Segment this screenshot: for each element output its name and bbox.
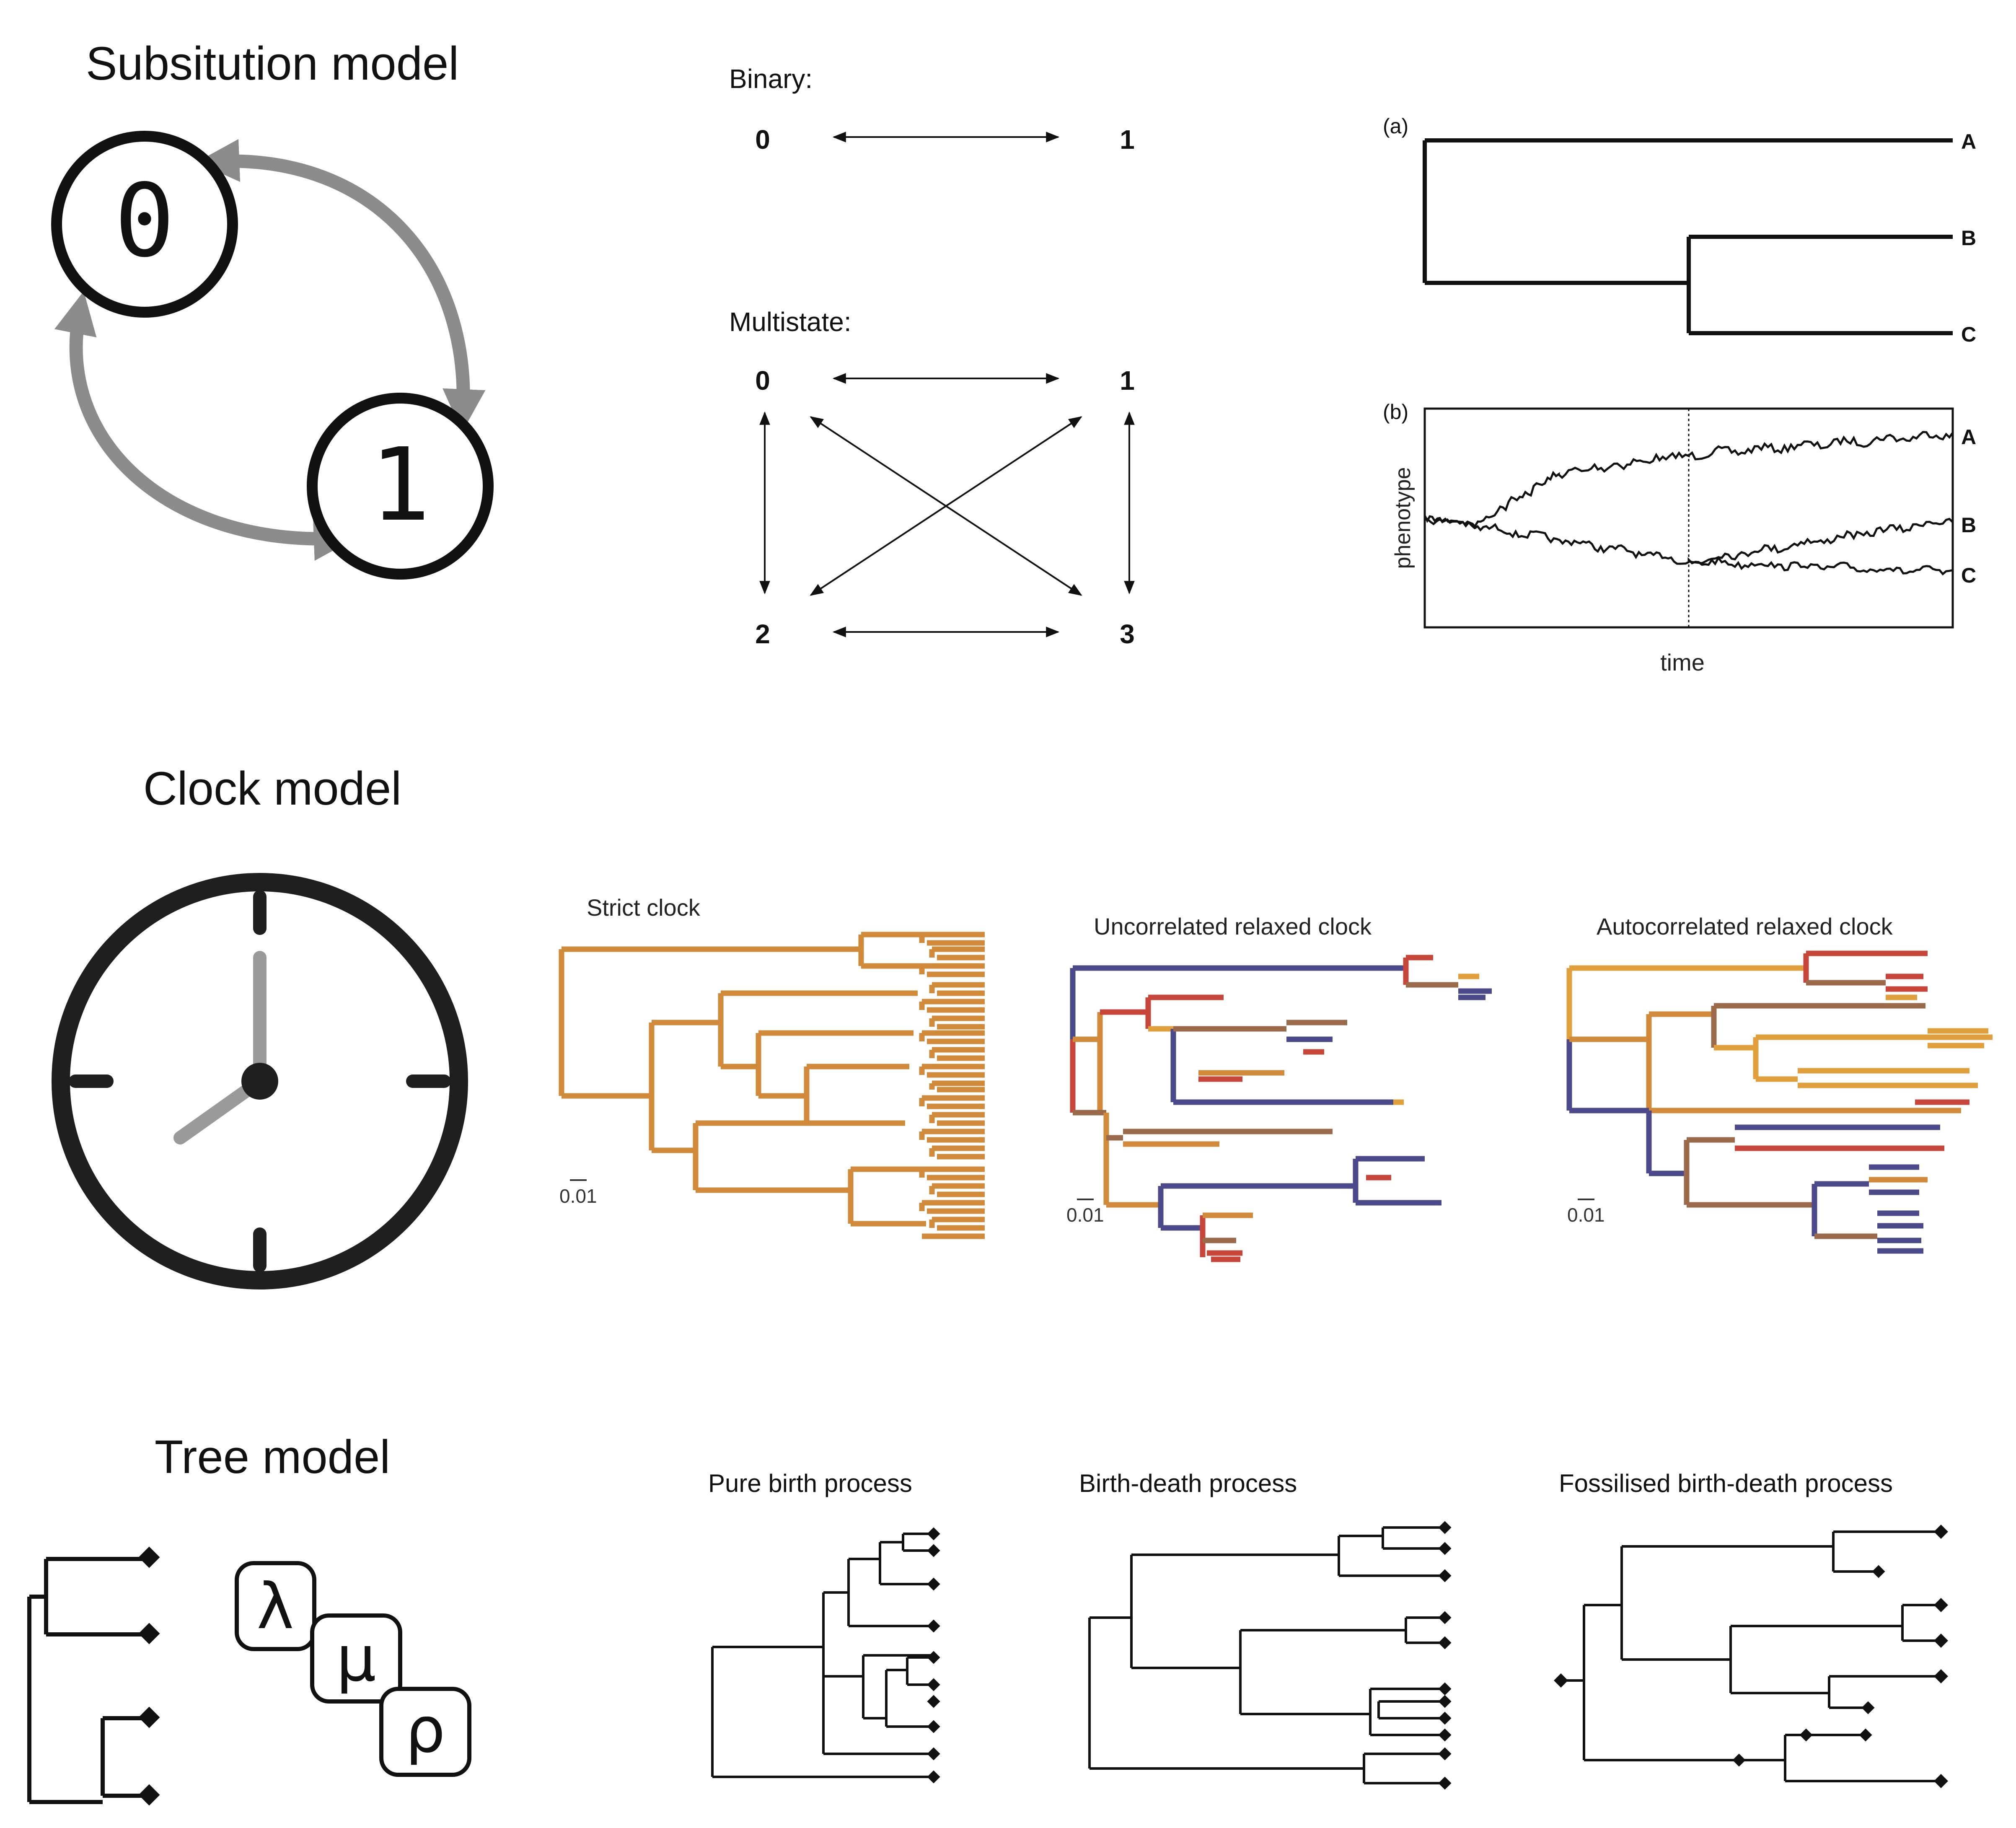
mu-tile (310, 1613, 402, 1704)
pure-birth-tip (927, 1619, 940, 1633)
strict-scale-label: 0.01 (559, 1185, 597, 1207)
uncorrelated-scale-label: 0.01 (1066, 1204, 1104, 1226)
clock-icon (52, 873, 468, 1289)
tree-model-icon (27, 1546, 160, 1806)
panel-a-taxon-c: C (1961, 323, 1976, 346)
panel-a-taxon-b: B (1961, 226, 1976, 250)
autocorrelated-scale-label: 0.01 (1567, 1204, 1605, 1226)
fossilised-tip (1934, 1525, 1948, 1539)
strict-clock-title: Strict clock (587, 894, 701, 921)
birth-death-tip (1438, 1682, 1452, 1696)
pure-birth-tip (927, 1577, 940, 1591)
pure-birth-tip (927, 1770, 940, 1784)
lambda-tile (235, 1561, 316, 1651)
panel-a-label: (a) (1383, 114, 1408, 138)
fossilised-tip (1934, 1774, 1948, 1788)
multistate-label: Multistate: (729, 307, 851, 337)
panel-b-taxon-c: C (1961, 564, 1976, 587)
clock-title: Clock model (143, 762, 401, 815)
fossil-sample-marker (1799, 1728, 1813, 1742)
multistate-state-3: 3 (1120, 619, 1135, 649)
state-one-glyph: 1 (370, 426, 431, 544)
birth-death-tree (1088, 1521, 1452, 1790)
pure-birth-tip (927, 1678, 940, 1691)
binary-state-0: 0 (755, 124, 770, 155)
fossil-root-marker (1554, 1673, 1568, 1688)
panel-a-taxon-a: A (1961, 130, 1976, 153)
autocorrelated-clock-title: Autocorrelated relaxed clock (1597, 913, 1893, 940)
birth-death-tip (1438, 1521, 1452, 1534)
multistate-state-1: 1 (1120, 365, 1135, 396)
state-zero-glyph: 0 (114, 162, 175, 280)
panel-b-ylabel: phenotype (1391, 467, 1415, 569)
trajectory-c (1687, 556, 1953, 576)
autocorrelated-clock-tree (1566, 950, 1993, 1254)
parameter-icons: λ μ ρ (235, 1561, 471, 1777)
tree-title: Tree model (155, 1431, 390, 1483)
rho-tile (379, 1687, 471, 1777)
birth-death-tip (1438, 1542, 1452, 1555)
fossilised-tip (1872, 1565, 1885, 1578)
fossilised-title: Fossilised birth-death process (1559, 1469, 1893, 1497)
lambda-symbol: λ (257, 1570, 294, 1643)
fossilised-tip (1861, 1701, 1875, 1714)
fossil-sample-marker (1732, 1753, 1746, 1767)
substitution-cycle-icon: 0 1 (51, 131, 494, 580)
birth-death-tip (1438, 1569, 1452, 1582)
birth-death-tip (1438, 1695, 1452, 1708)
state-one-circle (307, 393, 494, 580)
trajectory-b (1424, 516, 1954, 565)
fossilised-birth-death-tree (1554, 1525, 1948, 1788)
panel-b-taxon-b: B (1961, 513, 1976, 537)
pure-birth-tip (927, 1720, 940, 1733)
pure-birth-tip (927, 1747, 940, 1761)
birth-death-tip (1438, 1776, 1452, 1790)
pure-birth-title: Pure birth process (708, 1469, 912, 1497)
birth-death-tip (1438, 1747, 1452, 1761)
fossilised-tip (1934, 1634, 1948, 1648)
pure-birth-tree (711, 1527, 940, 1784)
substitution-title: Subsitution model (86, 37, 459, 90)
panel-a-tree (1423, 138, 1953, 335)
pure-birth-tip (927, 1527, 940, 1541)
birth-death-title: Birth-death process (1079, 1469, 1297, 1497)
birth-death-tip (1438, 1611, 1452, 1624)
uncorrelated-clock-tree (1070, 955, 1492, 1262)
rho-symbol: ρ (405, 1694, 445, 1767)
birth-death-tip (1438, 1636, 1452, 1649)
fossilised-tip (1934, 1669, 1948, 1683)
fossilised-tip (1934, 1598, 1948, 1612)
panel-b-xlabel: time (1660, 649, 1705, 676)
uncorrelated-clock-title: Uncorrelated relaxed clock (1094, 913, 1372, 940)
panel-b-label: (b) (1383, 400, 1408, 424)
birth-death-tip (1438, 1728, 1452, 1742)
binary-label: Binary: (729, 64, 813, 94)
mu-symbol: μ (336, 1623, 376, 1696)
state-zero-circle (51, 131, 238, 318)
binary-state-1: 1 (1120, 124, 1135, 155)
multistate-state-0: 0 (755, 365, 770, 396)
strict-clock-tree (559, 932, 985, 1239)
pure-birth-tip (927, 1695, 940, 1708)
fossilised-tip (1859, 1728, 1872, 1742)
multistate-state-2: 2 (755, 619, 770, 649)
pure-birth-tip (927, 1651, 940, 1664)
panel-b-taxon-a: A (1961, 425, 1976, 449)
trajectory-a (1423, 431, 1954, 530)
pure-birth-tip (927, 1544, 940, 1557)
multistate-arrows (759, 373, 1135, 637)
birth-death-tip (1438, 1711, 1452, 1725)
